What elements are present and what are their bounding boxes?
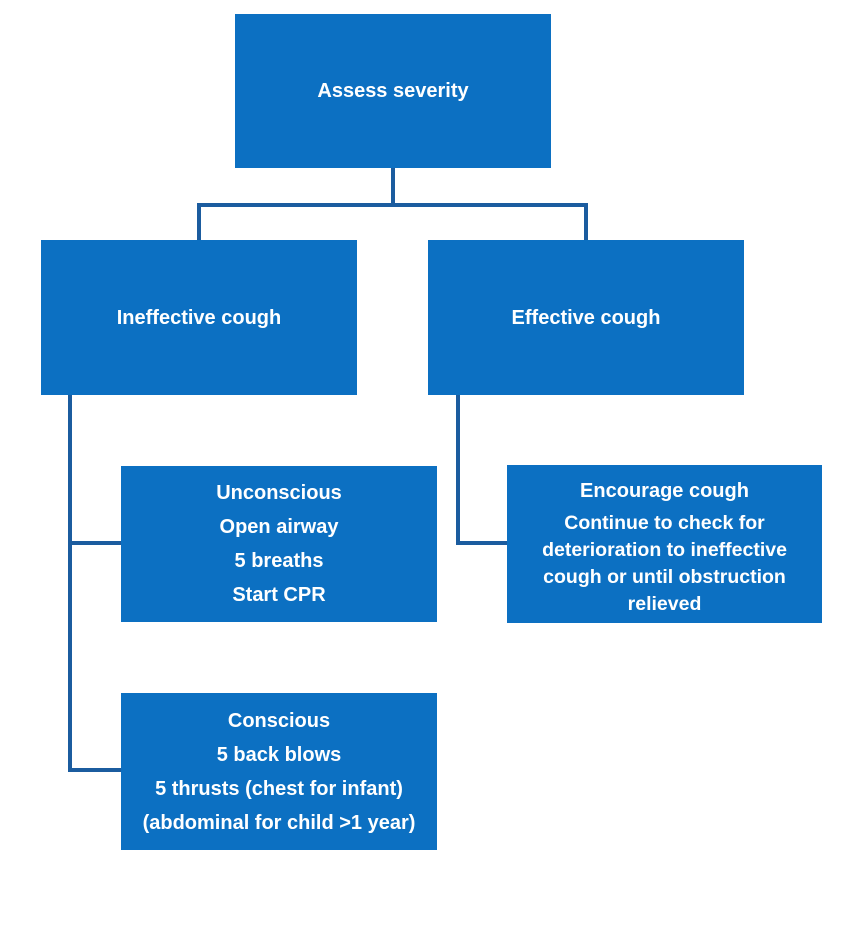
- node-line: Open airway: [219, 516, 339, 538]
- node-line: 5 thrusts (chest for infant): [155, 777, 403, 800]
- node-conscious: Conscious 5 back blows 5 thrusts (chest …: [121, 693, 437, 850]
- connector-to-encourage: [456, 541, 507, 545]
- node-label: Assess severity: [317, 80, 469, 102]
- connector-effective-branch-vertical: [456, 395, 460, 545]
- node-line: Start CPR: [232, 584, 326, 606]
- node-ineffective-cough: Ineffective cough: [41, 240, 357, 395]
- connector-to-conscious: [68, 768, 121, 772]
- node-line: 5 back blows: [216, 743, 342, 766]
- connector-effective-stub: [584, 203, 588, 240]
- node-label: Effective cough: [511, 306, 661, 329]
- connector-to-unconscious: [68, 541, 121, 545]
- node-effective-cough: Effective cough: [428, 240, 744, 395]
- node-line: (abdominal for child >1 year): [142, 811, 416, 834]
- connector-assess-stem: [391, 168, 395, 205]
- node-body-line: deterioration to ineffective: [542, 539, 787, 561]
- node-assess-severity: Assess severity: [235, 14, 551, 168]
- connector-split-horizontal: [197, 203, 588, 207]
- node-body-line: Continue to check for: [564, 512, 765, 534]
- node-unconscious: Unconscious Open airway 5 breaths Start …: [121, 466, 437, 622]
- node-title: Encourage cough: [580, 480, 749, 502]
- node-line: Unconscious: [216, 482, 342, 504]
- connector-ineffective-branch-vertical: [68, 395, 72, 772]
- node-label: Ineffective cough: [116, 306, 282, 329]
- node-line: 5 breaths: [234, 550, 324, 572]
- node-encourage-cough: Encourage cough Continue to check for de…: [507, 465, 822, 623]
- connector-ineffective-stub: [197, 203, 201, 240]
- node-body-line: relieved: [627, 593, 702, 615]
- node-line: Conscious: [227, 709, 331, 732]
- node-body-line: cough or until obstruction: [543, 566, 786, 588]
